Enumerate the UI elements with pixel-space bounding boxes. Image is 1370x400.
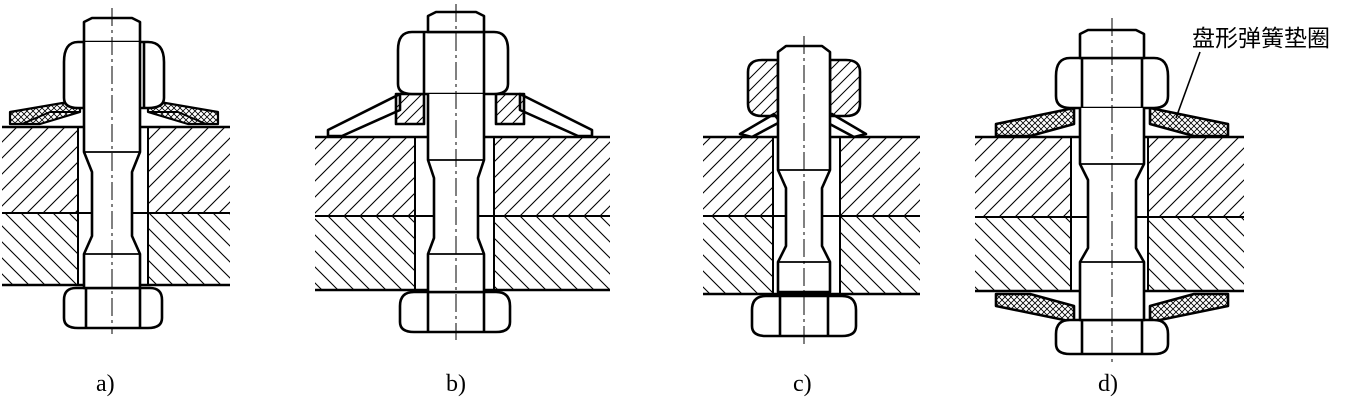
bolt-head-a [62,286,164,330]
nut-c [746,58,862,118]
figure-d [975,18,1244,362]
disc-spring-c [738,112,868,139]
bolt-head-c [750,294,858,338]
plate-upper-a [2,127,230,213]
bolt-head-b [398,290,512,334]
figure-label-c: c) [793,371,812,397]
disc-spring-b [326,92,594,138]
figure-label-d: d) [1098,371,1118,397]
callout-leader-line [1175,51,1201,119]
plate-lower-a [2,213,230,285]
figure-c [703,36,920,344]
disc-spring-top-d [994,106,1230,138]
figure-label-a: a) [96,371,115,397]
nut-b [396,30,510,96]
callout-disc-spring-washer: 盘形弹簧垫圈 [1192,26,1330,52]
figure-label-b: b) [446,371,466,397]
figure-b [315,4,610,340]
figure-a [2,8,230,334]
disc-spring-bottom-d [994,292,1230,324]
